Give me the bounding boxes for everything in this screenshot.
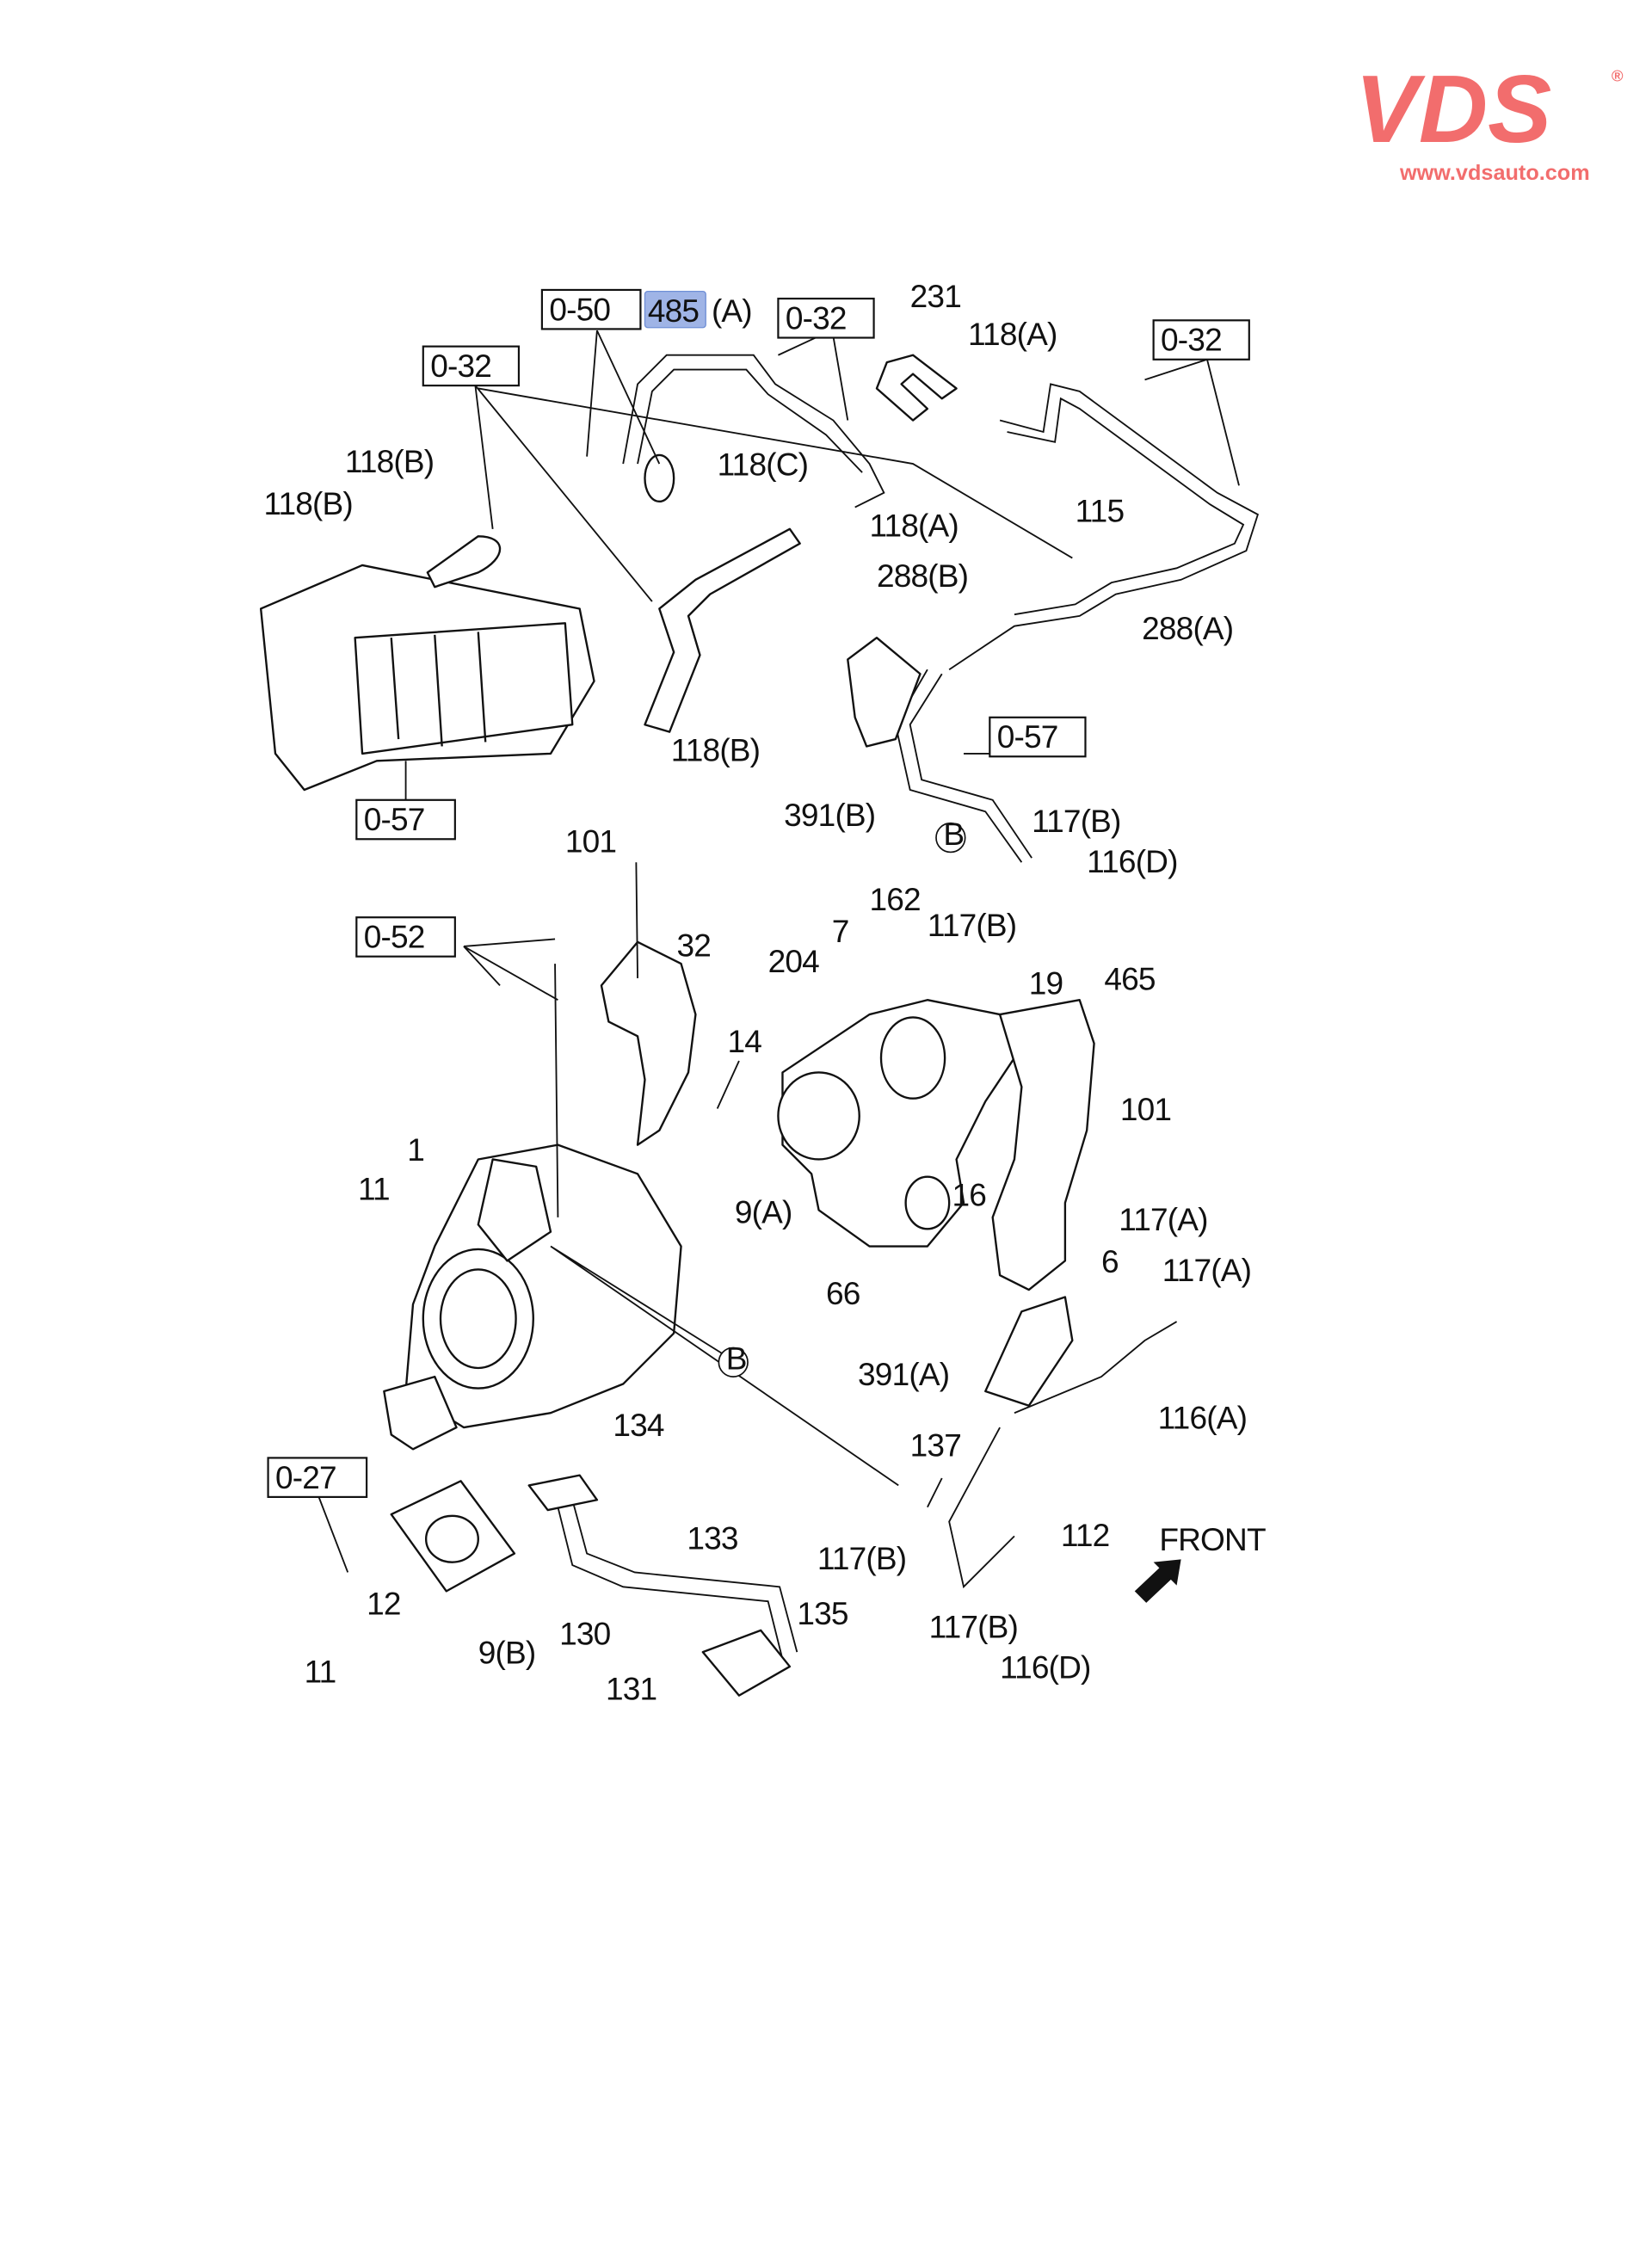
ref-box-frame xyxy=(267,1457,368,1498)
ref-box-frame xyxy=(540,288,642,330)
logo-registered: ® xyxy=(1612,66,1624,84)
part-callout[interactable]: 101 xyxy=(565,823,617,859)
part-callout[interactable]: 288(B) xyxy=(877,558,969,594)
ref-box-label[interactable]: 0-32 xyxy=(786,299,848,336)
ref-box-label[interactable]: 0-57 xyxy=(997,718,1059,755)
part-callout[interactable]: 12 xyxy=(367,1585,401,1621)
part-callout[interactable]: 231 xyxy=(910,278,962,314)
ref-box-frame xyxy=(355,916,456,958)
part-callout[interactable]: 1 xyxy=(407,1131,425,1168)
part-callout[interactable]: 137 xyxy=(910,1427,962,1464)
part-callout[interactable]: 118(B) xyxy=(345,443,435,479)
part-callout[interactable]: 11 xyxy=(305,1653,337,1689)
part-callout[interactable]: 66 xyxy=(826,1275,860,1311)
part-callout[interactable]: 118(A) xyxy=(870,507,959,543)
part-callout[interactable]: 162 xyxy=(870,881,922,917)
part-callout[interactable]: 118(A) xyxy=(968,316,1057,352)
part-callout[interactable]: 116(D) xyxy=(1087,843,1178,879)
part-callout[interactable]: 117(B) xyxy=(928,907,1017,943)
part-callout[interactable]: 19 xyxy=(1029,965,1063,1001)
part-callout[interactable]: 465 xyxy=(1104,960,1156,996)
part-callout[interactable]: 131 xyxy=(606,1671,657,1707)
circle-marker-label: B xyxy=(726,1340,747,1377)
circle-markers: BB xyxy=(718,816,966,1377)
part-callout[interactable]: 117(B) xyxy=(1032,803,1121,839)
part-callout[interactable]: 133 xyxy=(687,1520,738,1556)
part-callout[interactable]: 11 xyxy=(358,1171,391,1207)
highlighted-part-suffix: (A) xyxy=(712,293,752,329)
circle-marker-ring xyxy=(718,1347,749,1377)
part-callout[interactable]: 116(D) xyxy=(1000,1649,1091,1685)
ref-box-label[interactable]: 0-32 xyxy=(430,348,492,384)
part-callout[interactable]: 118(C) xyxy=(718,447,809,483)
part-callout[interactable]: 9(B) xyxy=(478,1635,536,1671)
part-drawings xyxy=(259,330,1260,1697)
part-callout[interactable]: 116(A) xyxy=(1158,1400,1248,1436)
part-callout[interactable]: 14 xyxy=(727,1023,762,1059)
ref-box-frame xyxy=(355,798,456,841)
part-callout[interactable]: 115 xyxy=(1076,492,1125,528)
front-label: FRONT xyxy=(1159,1521,1266,1557)
ref-box-label[interactable]: 0-50 xyxy=(549,291,611,327)
highlighted-part[interactable]: 485 (A) xyxy=(644,290,753,329)
highlight-box xyxy=(644,290,706,329)
part-callout[interactable]: 6 xyxy=(1101,1243,1119,1279)
logo-url: www.vdsauto.com xyxy=(1399,161,1590,185)
part-callout[interactable]: 288(A) xyxy=(1142,610,1234,646)
part-callout[interactable]: 32 xyxy=(677,928,712,964)
front-arrow-icon xyxy=(1134,1559,1181,1603)
part-callout[interactable]: 7 xyxy=(832,913,850,949)
part-callouts: 231118(A)118(B)118(B)118(C)118(A)115288(… xyxy=(264,278,1252,1707)
part-callout[interactable]: 118(B) xyxy=(671,731,761,767)
part-callout[interactable]: 134 xyxy=(613,1407,664,1443)
part-callout[interactable]: 130 xyxy=(559,1616,611,1652)
part-callout[interactable]: 112 xyxy=(1061,1517,1110,1553)
part-callout[interactable]: 16 xyxy=(952,1176,987,1212)
ref-box-frame xyxy=(422,345,521,387)
ref-box-label[interactable]: 0-52 xyxy=(364,919,426,955)
part-callout[interactable]: 9(A) xyxy=(735,1194,792,1230)
part-callout[interactable]: 117(B) xyxy=(817,1540,907,1576)
part-callout[interactable]: 117(A) xyxy=(1162,1252,1252,1288)
circle-marker-label: B xyxy=(943,816,964,852)
part-callout[interactable]: 135 xyxy=(797,1595,848,1631)
ref-box-label[interactable]: 0-57 xyxy=(364,801,426,837)
ref-box-label[interactable]: 0-27 xyxy=(275,1459,337,1495)
part-callout[interactable]: 204 xyxy=(768,943,820,979)
ref-box-frame xyxy=(777,297,875,339)
part-callout[interactable]: 391(A) xyxy=(858,1356,950,1392)
part-callout[interactable]: 391(B) xyxy=(784,797,876,833)
highlighted-part-number[interactable]: 485 xyxy=(648,293,700,329)
reference-boxes: 0-50 0-32 0-32 0-32 0-57 0-57 0-52 0-27 xyxy=(267,288,1250,1498)
part-callout[interactable]: 117(A) xyxy=(1119,1201,1208,1237)
circle-marker-ring xyxy=(935,822,966,854)
part-callout[interactable]: 118(B) xyxy=(264,485,354,521)
part-callout[interactable]: 117(B) xyxy=(929,1608,1019,1644)
ref-box-frame xyxy=(1152,319,1250,361)
ref-box-label[interactable]: 0-32 xyxy=(1161,322,1223,358)
ref-box-frame xyxy=(989,716,1087,758)
logo-brand: VDS xyxy=(1355,55,1552,163)
vds-logo: VDS ® www.vdsauto.com xyxy=(1355,55,1624,185)
part-callout[interactable]: 101 xyxy=(1120,1091,1172,1127)
